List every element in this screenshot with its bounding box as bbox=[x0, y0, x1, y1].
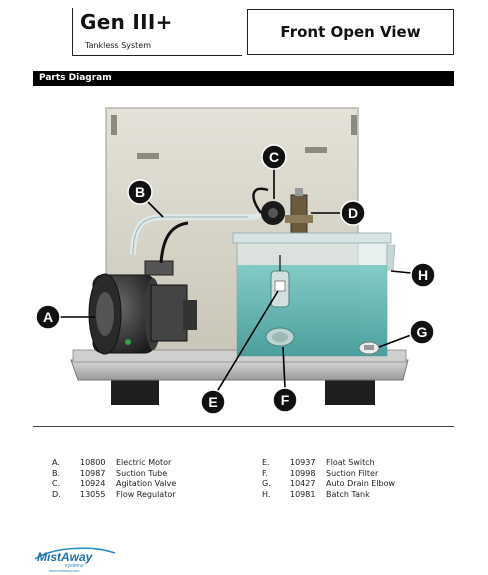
view-title: Front Open View bbox=[280, 23, 421, 41]
part-row: B. 10987 Suction Tube bbox=[52, 469, 252, 480]
batch-tank bbox=[232, 232, 396, 357]
model-subtitle: Tankless System bbox=[85, 41, 152, 50]
callout-f: F bbox=[272, 387, 298, 413]
float-switch bbox=[270, 255, 290, 308]
part-name: Auto Drain Elbow bbox=[326, 479, 396, 488]
part-row: C. 10924 Agitation Valve bbox=[52, 479, 252, 490]
agitation-valve bbox=[252, 187, 285, 225]
part-letter: B. bbox=[52, 468, 61, 478]
header-model-block: Gen III+ Tankless System bbox=[0, 0, 242, 56]
part-letter: D. bbox=[52, 489, 61, 499]
part-name: Suction Tube bbox=[116, 468, 168, 478]
view-title-box: Front Open View bbox=[247, 9, 454, 55]
part-name: Electric Motor bbox=[116, 458, 172, 467]
callout-h: H bbox=[410, 262, 436, 288]
parts-diagram: A B C D E F G H bbox=[35, 107, 436, 415]
electric-motor bbox=[88, 260, 197, 355]
part-letter: H. bbox=[262, 489, 271, 499]
callout-d: D bbox=[340, 200, 366, 226]
callout-e-label: E bbox=[208, 394, 217, 410]
callout-a-label: A bbox=[43, 309, 53, 325]
auto-drain-elbow bbox=[358, 341, 380, 355]
callout-b-label: B bbox=[135, 184, 145, 200]
callout-f-label: F bbox=[281, 392, 290, 408]
logo-brand: MistAway bbox=[37, 550, 94, 564]
part-name: Agitation Valve bbox=[116, 479, 177, 488]
mistaway-logo: MistAway systems www.mistaway.com bbox=[34, 547, 116, 573]
model-title: Gen III+ bbox=[80, 10, 173, 34]
part-row: E. 10937 Float Switch bbox=[262, 458, 462, 469]
header-vertical-rule bbox=[72, 8, 73, 56]
part-row: F. 10998 Suction Filter bbox=[262, 469, 462, 480]
right-foot bbox=[325, 379, 375, 405]
part-row: G. 10427 Auto Drain Elbow bbox=[262, 479, 462, 490]
parts-list-left: A. 10800 Electric Motor B. 10987 Suction… bbox=[52, 458, 252, 500]
leader-lines bbox=[59, 166, 412, 396]
suction-filter bbox=[265, 327, 295, 347]
part-letter: G. bbox=[262, 479, 271, 488]
black-hose bbox=[159, 221, 189, 264]
parts-list-right: E. 10937 Float Switch F. 10998 Suction F… bbox=[262, 458, 462, 500]
callout-b: B bbox=[127, 179, 153, 205]
part-number: 13055 bbox=[80, 489, 106, 499]
flow-regulator bbox=[285, 188, 313, 236]
part-number: 10937 bbox=[290, 458, 316, 467]
callout-e: E bbox=[200, 389, 226, 415]
part-letter: E. bbox=[262, 458, 270, 467]
left-foot bbox=[111, 379, 159, 405]
callout-c: C bbox=[261, 144, 287, 170]
part-letter: A. bbox=[52, 458, 60, 467]
callout-h-label: H bbox=[418, 267, 428, 283]
part-name: Flow Regulator bbox=[116, 489, 176, 499]
callout-g: G bbox=[409, 319, 435, 345]
part-row: D. 13055 Flow Regulator bbox=[52, 490, 252, 501]
callout-g-label: G bbox=[417, 324, 428, 340]
part-number: 10998 bbox=[290, 468, 316, 478]
part-name: Suction Filter bbox=[326, 468, 379, 478]
part-row: A. 10800 Electric Motor bbox=[52, 458, 252, 469]
callout-c-label: C bbox=[269, 149, 279, 165]
part-letter: C. bbox=[52, 479, 61, 488]
parts-divider bbox=[33, 426, 454, 427]
part-name: Batch Tank bbox=[326, 489, 370, 499]
part-number: 10800 bbox=[80, 458, 106, 467]
part-number: 10981 bbox=[290, 489, 316, 499]
part-number: 10924 bbox=[80, 479, 106, 488]
callout-a: A bbox=[35, 304, 61, 330]
part-row: H. 10981 Batch Tank bbox=[262, 490, 462, 501]
callout-d-label: D bbox=[348, 205, 358, 221]
logo-url: www.mistaway.com bbox=[49, 569, 79, 573]
part-number: 10427 bbox=[290, 479, 316, 488]
header-horizontal-rule bbox=[72, 55, 242, 56]
section-title-bar: Parts Diagram bbox=[33, 71, 454, 86]
logo-sub: systems bbox=[65, 563, 84, 569]
part-number: 10987 bbox=[80, 468, 106, 478]
part-name: Float Switch bbox=[326, 458, 375, 467]
part-letter: F. bbox=[262, 468, 268, 478]
